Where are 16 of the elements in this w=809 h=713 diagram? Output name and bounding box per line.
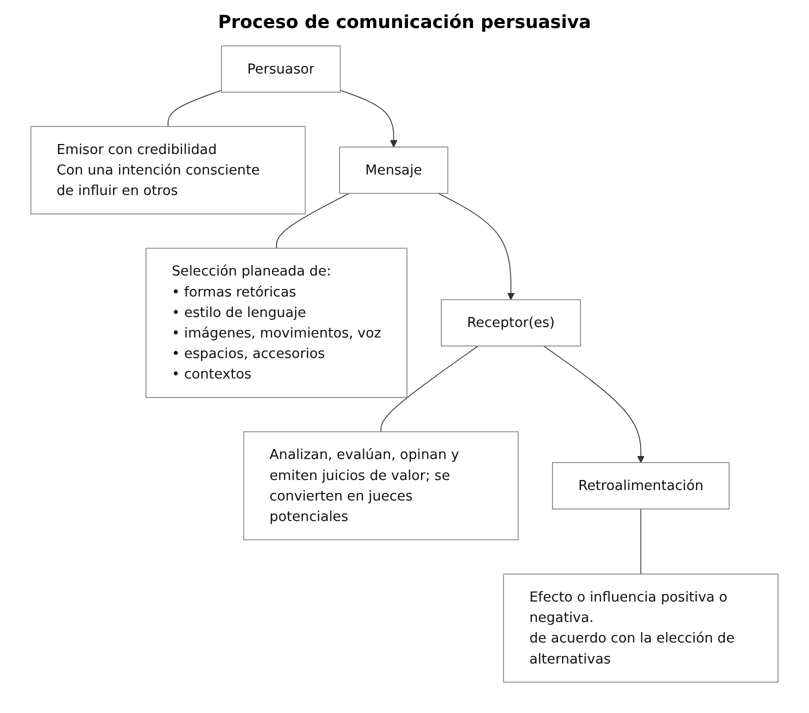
connector — [380, 346, 479, 432]
node-box: Mensaje — [339, 146, 448, 194]
diagram-title: Proceso de comunicación persuasiva — [216, 12, 592, 33]
node-box: Efecto o influencia positiva o negativa. de acuerdo con la elección de alternativas — [503, 574, 778, 683]
arrow — [340, 90, 398, 148]
node-box: Persuasor — [221, 45, 341, 93]
arrow — [543, 346, 645, 463]
node-box: Receptor(es) — [440, 299, 581, 346]
node-box: Retroalimentación — [552, 462, 730, 510]
connector — [168, 90, 222, 127]
node-box: Selección planeada de: • formas retóricas • estilo de lenguaje • imágenes, movimientos, voz • espacios, accesorios • contextos — [146, 248, 408, 398]
connector — [276, 192, 350, 249]
arrow — [438, 192, 515, 300]
node-box: Emisor con credibilidad Con una intención consciente de influir en otros — [30, 126, 306, 214]
node-box: Analizan, evalúan, opinan y emiten juicios de valor; se convierten en jueces potenciales — [243, 431, 519, 540]
connector — [640, 508, 642, 575]
